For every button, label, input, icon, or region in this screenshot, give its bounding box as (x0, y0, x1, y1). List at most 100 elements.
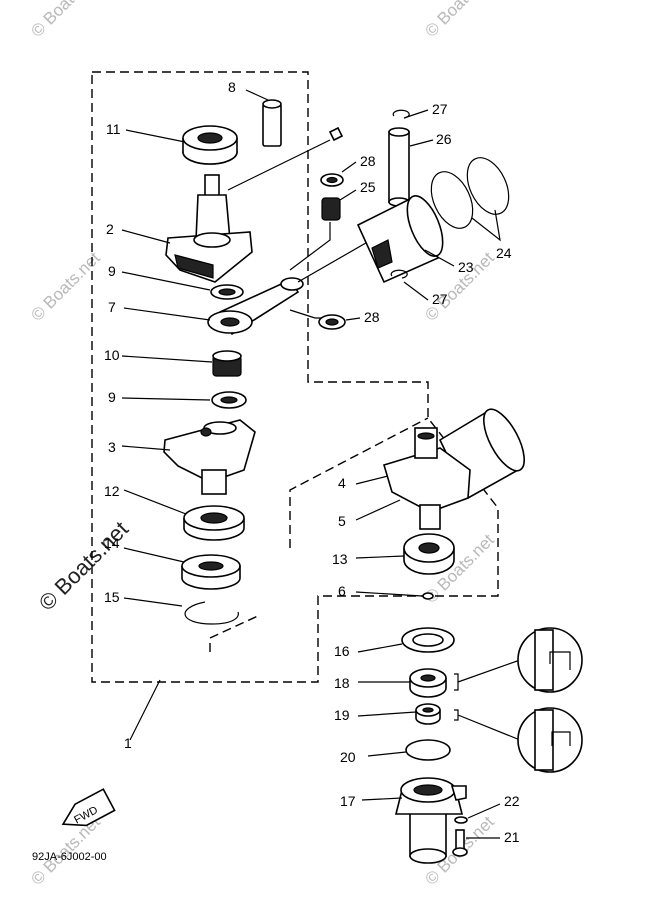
callout-3: 3 (108, 439, 116, 455)
bracket-19 (454, 709, 521, 741)
callout-5: 5 (338, 513, 346, 529)
watermark-top-left: © Boats.net (27, 0, 104, 41)
leader-10 (121, 355, 213, 363)
part-13-bearing (403, 533, 455, 575)
part-9-bearing-lower (211, 391, 247, 409)
callout-20: 20 (340, 749, 356, 765)
callout-10: 10 (104, 347, 120, 363)
callout-13: 13 (332, 551, 348, 567)
part-26-piston-pin (388, 127, 410, 207)
bracket-18 (454, 659, 521, 691)
leader-11 (125, 129, 186, 143)
leader-15 (123, 597, 183, 607)
part-8-pin (262, 99, 282, 147)
leader-3 (121, 445, 171, 451)
callout-7: 7 (108, 299, 116, 315)
callout-17: 17 (340, 793, 356, 809)
part-18-oil-seal (409, 668, 447, 698)
callout-25: 25 (360, 179, 376, 195)
callout-4: 4 (338, 475, 346, 491)
leader-1 (129, 679, 161, 741)
leader-23 (424, 249, 455, 267)
part-14-oil-seal (181, 554, 241, 590)
callout-12: 12 (104, 483, 120, 499)
part-3-crank-lower (163, 419, 256, 495)
callout-8: 8 (228, 79, 236, 95)
callout-28-lower: 28 (364, 309, 380, 325)
leader-24 (471, 209, 501, 242)
part-4-crankshaft-assembly (383, 408, 525, 530)
part-21-screw (452, 829, 468, 857)
callout-9-lower: 9 (108, 389, 116, 405)
woodruff-key (328, 126, 344, 142)
leader-9-upper (121, 271, 211, 291)
callout-18: 18 (334, 675, 350, 691)
callout-24: 24 (496, 245, 512, 261)
part-15-circlip (184, 601, 239, 625)
leader-8 (245, 89, 269, 101)
part-11-bearing (182, 125, 238, 165)
leader-17 (361, 797, 403, 801)
bearing-guide-line (289, 222, 331, 271)
callout-21: 21 (504, 829, 520, 845)
leader-12 (123, 489, 187, 515)
leader-14 (123, 547, 185, 563)
part-28-washer-upper (320, 173, 344, 187)
leader-6 (355, 591, 423, 597)
callout-26: 26 (436, 131, 452, 147)
leader-28-lower (345, 317, 361, 321)
leader-22 (467, 803, 501, 819)
leader-28-upper (341, 161, 357, 173)
seal-orientation-inset-18 (517, 627, 583, 693)
part-19-oil-seal (415, 703, 441, 725)
part-10-needle-bearing (212, 350, 242, 377)
leader-26 (409, 139, 434, 147)
callout-27-upper: 27 (432, 101, 448, 117)
seal-orientation-inset-19 (517, 707, 583, 773)
callout-1: 1 (124, 735, 132, 751)
part-22-washer (454, 816, 468, 824)
leader-2 (121, 229, 171, 244)
part-7-connecting-rod (207, 277, 304, 336)
callout-28-upper: 28 (360, 153, 376, 169)
part-24-piston-rings (430, 157, 510, 229)
leader-20 (367, 751, 407, 757)
callout-22: 22 (504, 793, 520, 809)
watermark-top-right: © Boats.net (421, 0, 498, 41)
key-guide-line (227, 139, 331, 191)
part-20-o-ring (405, 739, 451, 761)
callout-labels: 8 11 2 9 7 10 9 3 12 14 15 1 27 26 28 25… (104, 79, 520, 845)
leader-19 (357, 711, 417, 717)
part-17-seal-housing (394, 777, 467, 864)
leader-5 (355, 499, 401, 521)
part-6-ball (422, 592, 434, 600)
leader-13 (355, 555, 405, 559)
callout-16: 16 (334, 643, 350, 659)
part-28-washer-lower (318, 314, 346, 330)
callout-11: 11 (106, 121, 121, 137)
leader-16 (357, 643, 403, 653)
part-9-bearing-upper (210, 284, 244, 300)
fwd-arrow-icon: FWD (61, 788, 116, 827)
leader-27-upper (403, 109, 429, 119)
part-2-crank-upper (165, 174, 253, 283)
part-27-clip-lower (390, 269, 408, 279)
diagram-code: 92JA-6J002-00 (32, 851, 107, 863)
boundary-inner-lines (209, 417, 429, 652)
callout-19: 19 (334, 707, 350, 723)
callout-15: 15 (104, 589, 120, 605)
leader-4 (355, 475, 389, 485)
assembly-boundary (91, 71, 499, 683)
callout-9-upper: 9 (108, 263, 116, 279)
part-23-piston (356, 195, 444, 284)
callout-27-lower: 27 (432, 291, 448, 307)
part-16-washer (401, 627, 455, 653)
leader-25 (339, 189, 357, 201)
leader-27-lower (403, 281, 429, 301)
leader-9-lower (121, 397, 211, 401)
callout-6: 6 (338, 583, 346, 599)
leader-7 (123, 307, 211, 321)
part-25-needle-bearing (321, 197, 341, 221)
callout-23: 23 (458, 259, 474, 275)
